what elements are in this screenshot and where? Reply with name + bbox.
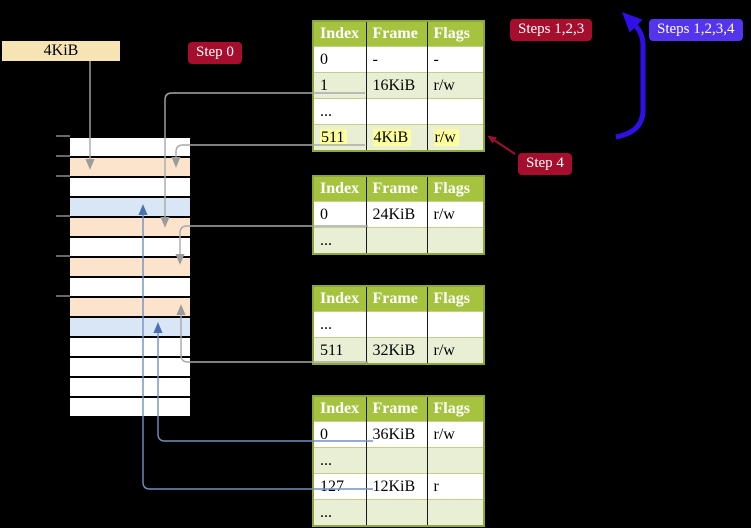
table-cell: 511 (313, 124, 367, 151)
table-cell: 32KiB (366, 337, 428, 364)
column-header-frame: Frame (366, 396, 428, 422)
column-header-frame: Frame (366, 176, 428, 202)
table-cell: ... (313, 447, 367, 474)
table-cell: 0 (313, 201, 367, 228)
table-cell: 511 (313, 337, 367, 364)
column-header-index: Index (313, 176, 367, 202)
table-cell: ... (313, 499, 367, 526)
memory-frame-row-white (70, 138, 190, 158)
table-cell (427, 311, 484, 338)
badge-step-4: Step 4 (518, 153, 572, 175)
column-header-flags: Flags (427, 21, 484, 47)
table-cell: - (427, 46, 484, 73)
memory-frame-row-white (70, 378, 190, 398)
column-header-frame: Frame (366, 286, 428, 312)
table-cell (366, 447, 428, 474)
page-size-label: 4KiB (43, 42, 79, 59)
memory-frame-row-peach (70, 218, 190, 238)
arrow-loop-steps1234 (615, 11, 646, 140)
table-cell (366, 499, 428, 526)
memory-frame-row-white (70, 278, 190, 298)
column-header-index: Index (313, 396, 367, 422)
table-cell: 1 (313, 72, 367, 99)
table-cell: 4KiB (366, 124, 428, 151)
table-cell: r/w (427, 337, 484, 364)
table-cell: 0 (313, 421, 367, 448)
table-row: ... (313, 447, 484, 474)
table-cell: ... (313, 311, 367, 338)
table-cell (366, 227, 428, 254)
table-cell (366, 98, 428, 125)
memory-frame-row-peach (70, 158, 190, 178)
badge-step-0: Step 0 (188, 42, 242, 64)
memory-frame-row-white (70, 398, 190, 418)
table-cell (427, 499, 484, 526)
page-size-box: 4KiB (2, 41, 120, 61)
memory-frame-row-white (70, 358, 190, 378)
memory-frame-row-white (70, 338, 190, 358)
table-row: ... (313, 499, 484, 526)
arrow-step4-to-table1-row511 (487, 135, 516, 155)
table-cell: - (366, 46, 428, 73)
highlighted-value: 511 (320, 128, 348, 146)
memory-strip-ticks (56, 135, 70, 297)
table-cell: r (427, 473, 484, 500)
table-cell: 127 (313, 473, 367, 500)
table-cell (427, 227, 484, 254)
memory-frame-row-peach (70, 298, 190, 318)
table-cell: r/w (427, 72, 484, 99)
table-row: 511 4KiB r/w (313, 124, 484, 151)
table-cell: 0 (313, 46, 367, 73)
memory-strip (70, 136, 190, 418)
table-row: ... (313, 227, 484, 254)
table-cell (427, 447, 484, 474)
column-header-index: Index (313, 286, 367, 312)
table-cell: ... (313, 227, 367, 254)
memory-frame-row-blue (70, 318, 190, 338)
table-cell: r/w (427, 201, 484, 228)
table-cell: 24KiB (366, 201, 428, 228)
badge-steps-1-2-3-4: Steps 1,2,3,4 (649, 19, 743, 41)
table-cell: r/w (427, 421, 484, 448)
highlighted-value: 4KiB (372, 128, 412, 146)
table-cell: 36KiB (366, 421, 428, 448)
column-header-index: Index (313, 21, 367, 47)
table-cell (366, 311, 428, 338)
memory-frame-row-peach (70, 258, 190, 278)
badge-steps-1-2-3: Steps 1,2,3 (510, 19, 593, 41)
highlighted-value: r/w (433, 128, 459, 146)
table-row: ... (313, 311, 484, 338)
table-cell: 12KiB (366, 473, 428, 500)
column-header-frame: Frame (366, 21, 428, 47)
table-cell: ... (313, 98, 367, 125)
column-header-flags: Flags (427, 176, 484, 202)
memory-frame-row-white (70, 238, 190, 258)
table-cell: 16KiB (366, 72, 428, 99)
memory-frame-row-blue (70, 198, 190, 218)
table-row: ... (313, 98, 484, 125)
column-header-flags: Flags (427, 396, 484, 422)
table-cell: r/w (427, 124, 484, 151)
memory-frame-row-white (70, 178, 190, 198)
table-row: 0-- (313, 46, 484, 73)
column-header-flags: Flags (427, 286, 484, 312)
table-cell (427, 98, 484, 125)
